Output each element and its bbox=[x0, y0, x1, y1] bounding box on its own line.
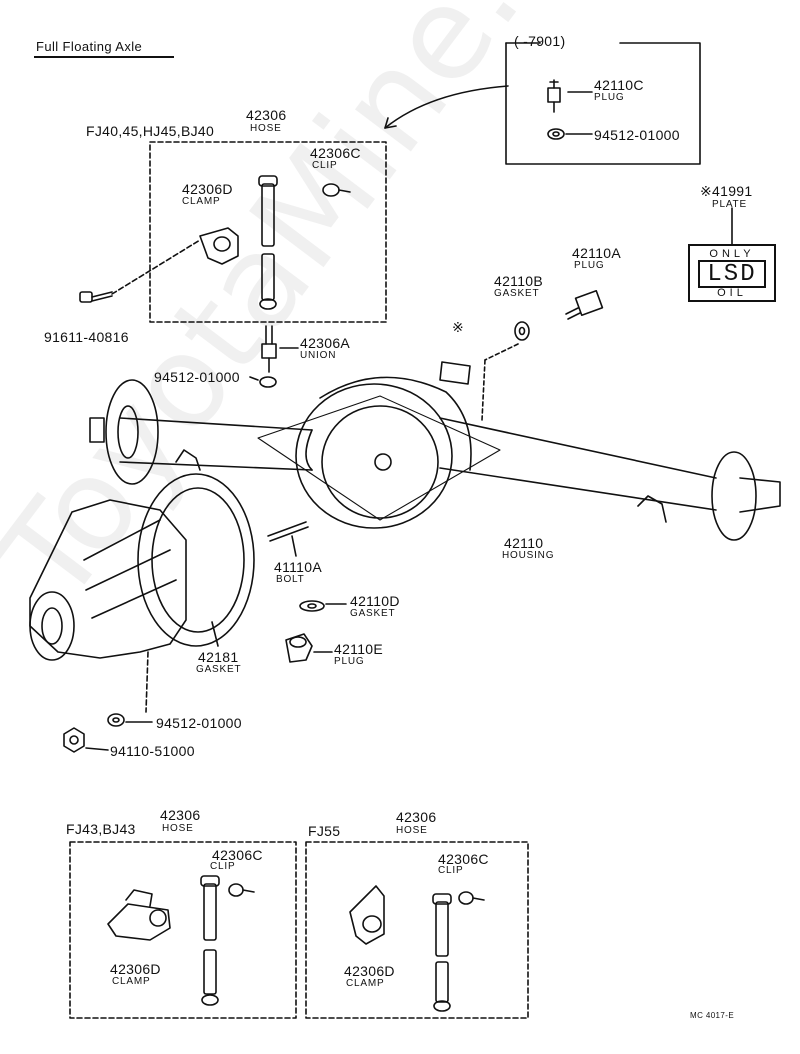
hose-lower-left-icon bbox=[200, 875, 220, 1006]
plate-name: PLATE bbox=[712, 199, 747, 210]
nut-lower-icon bbox=[63, 727, 85, 753]
plug-42110c-icon bbox=[547, 87, 561, 103]
lsd-plate-main-text: LSD bbox=[698, 260, 766, 288]
lower-right-hose-name: HOSE bbox=[396, 825, 428, 836]
part-number-plug-a: 42110A bbox=[572, 245, 622, 261]
page-title: Full Floating Axle bbox=[36, 39, 143, 54]
serial-range: ( -7901) bbox=[514, 33, 566, 49]
upper-group-models: FJ40,45,HJ45,BJ40 bbox=[86, 123, 215, 139]
upper-hose-number: 42306 bbox=[246, 107, 287, 123]
differential-carrier-icon bbox=[29, 499, 187, 661]
detail-arrow bbox=[384, 85, 509, 129]
part-number-42110c: 42110C bbox=[594, 77, 644, 93]
part-number-bolt-left: 91611-40816 bbox=[44, 329, 129, 345]
part-number-gasket-carrier: 42181 bbox=[198, 649, 239, 665]
top-detail-box bbox=[505, 42, 701, 165]
washer-lower-icon bbox=[107, 713, 125, 727]
part-number-washer-union: 94512-01000 bbox=[154, 369, 240, 385]
upper-hose-name: HOSE bbox=[250, 123, 282, 134]
part-name-plug-e: PLUG bbox=[334, 656, 365, 667]
part-name-union: UNION bbox=[300, 350, 337, 361]
lsd-plate-top-text: ONLY bbox=[709, 248, 755, 260]
lower-right-hose-number: 42306 bbox=[396, 809, 437, 825]
union-icon bbox=[261, 325, 277, 373]
stud-bolt-icon bbox=[267, 521, 309, 542]
title-underline bbox=[34, 56, 174, 58]
plate-number: ※41991 bbox=[700, 183, 753, 199]
lsd-plate-bottom-text: OIL bbox=[717, 287, 747, 299]
part-name-plug-top: PLUG bbox=[594, 92, 625, 103]
lower-left-models: FJ43,BJ43 bbox=[66, 821, 136, 837]
part-name-gasket-d: GASKET bbox=[350, 608, 396, 619]
part-number-washer-top: 94512-01000 bbox=[594, 127, 680, 143]
clip-lower-left-icon bbox=[228, 883, 255, 897]
clamp-lower-right-icon bbox=[349, 885, 385, 945]
part-number-union: 42306A bbox=[300, 335, 351, 351]
upper-clip-name: CLIP bbox=[312, 160, 338, 171]
part-name-bolt: BOLT bbox=[276, 574, 305, 585]
carrier-gasket-icon bbox=[137, 473, 255, 647]
lower-left-hose-number: 42306 bbox=[160, 807, 201, 823]
part-number-gasket-b: 42110B bbox=[494, 273, 544, 289]
lower-left-clamp-name: CLAMP bbox=[112, 976, 151, 987]
clip-upper-icon bbox=[322, 183, 351, 197]
clip-lower-right-icon bbox=[458, 891, 485, 905]
bolt-left-icon bbox=[79, 291, 113, 303]
part-number-plug-e: 42110E bbox=[334, 641, 384, 657]
lower-right-clamp-name: CLAMP bbox=[346, 978, 385, 989]
small-plate-icon bbox=[439, 361, 471, 385]
lower-left-clip-name: CLIP bbox=[210, 861, 236, 872]
lower-left-clip-number: 42306C bbox=[212, 847, 263, 863]
upper-clamp-name: CLAMP bbox=[182, 196, 221, 207]
part-number-washer-lower: 94512-01000 bbox=[156, 715, 242, 731]
part-number-nut-lower: 94110-51000 bbox=[110, 743, 195, 759]
lower-left-clamp-number: 42306D bbox=[110, 961, 161, 977]
upper-clamp-number: 42306D bbox=[182, 181, 233, 197]
lower-left-hose-name: HOSE bbox=[162, 823, 194, 834]
lower-right-clamp-number: 42306D bbox=[344, 963, 395, 979]
part-number-bolt: 41110A bbox=[274, 559, 322, 575]
hose-lower-right-icon bbox=[432, 893, 452, 1012]
washer-union-icon bbox=[259, 376, 277, 388]
plug-42110e-icon bbox=[285, 633, 313, 663]
clamp-upper-icon bbox=[199, 227, 239, 265]
plug-42110a-icon bbox=[565, 289, 604, 320]
footer-code: MC 4017-E bbox=[690, 1011, 735, 1020]
axle-housing-icon bbox=[89, 376, 781, 541]
lsd-plate: ONLY LSD OIL bbox=[688, 244, 776, 302]
gasket-42110d-icon bbox=[299, 600, 325, 612]
lower-right-models: FJ55 bbox=[308, 823, 341, 839]
lower-right-clip-number: 42306C bbox=[438, 851, 489, 867]
lower-right-group-box bbox=[305, 841, 529, 1019]
asterisk-mark: ※ bbox=[452, 319, 465, 335]
part-name-gasket-carrier: GASKET bbox=[196, 664, 242, 675]
clamp-lower-left-icon bbox=[107, 889, 171, 941]
upper-hose-group-box bbox=[149, 141, 387, 323]
part-name-gasket-b: GASKET bbox=[494, 288, 540, 299]
gasket-42110b-icon bbox=[514, 321, 530, 341]
part-number-housing: 42110 bbox=[504, 535, 544, 551]
part-name-housing: HOUSING bbox=[502, 550, 555, 561]
lower-left-group-box bbox=[69, 841, 297, 1019]
part-number-gasket-d: 42110D bbox=[350, 593, 400, 609]
washer-top-icon bbox=[547, 128, 565, 140]
lower-right-clip-name: CLIP bbox=[438, 865, 464, 876]
upper-clip-number: 42306C bbox=[310, 145, 361, 161]
part-name-plug-a: PLUG bbox=[574, 260, 605, 271]
hose-upper-icon bbox=[258, 175, 278, 310]
